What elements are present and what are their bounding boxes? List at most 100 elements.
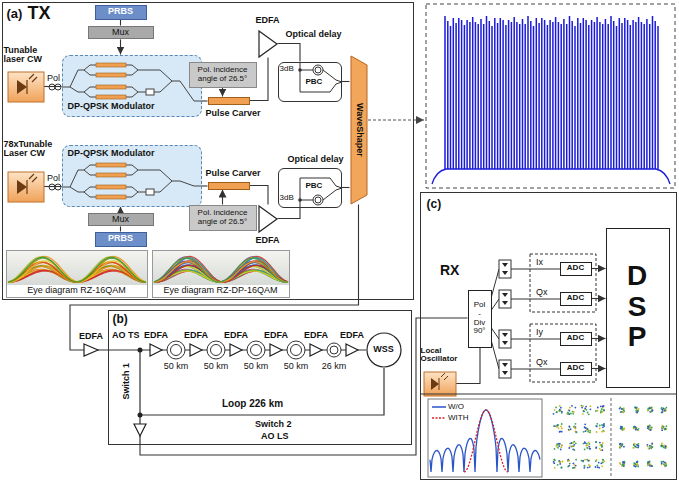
delay-interferometer (300, 62, 342, 208)
constellation-dot (662, 461, 664, 463)
spectrum-channel (527, 16, 529, 169)
node-text: Pol - Div 90° (472, 301, 488, 336)
constellation-dot (619, 447, 621, 449)
constellation-dot (648, 448, 650, 450)
constellation-dot (596, 423, 598, 425)
constellation-dot (597, 410, 599, 412)
constellation-dot (599, 442, 601, 444)
drawing-part (84, 344, 98, 356)
connector-line (44, 86, 62, 87)
drawing-part (27, 74, 37, 94)
connector-line (592, 268, 606, 269)
spectrum-channel (641, 22, 643, 169)
constellation-dot (584, 426, 586, 428)
constellation-dot (661, 445, 663, 447)
constellation-dot (620, 463, 622, 465)
eye-trace (8, 267, 146, 282)
node-text: Mux (112, 28, 129, 38)
node-text: TX (28, 4, 51, 24)
constellation-dot (633, 462, 635, 464)
edfa-amplifier: EDFA (258, 30, 278, 58)
constellation-dot (661, 461, 663, 463)
spectrum-with (464, 410, 508, 472)
node-text: ADC (567, 334, 584, 343)
spectrum-channel (649, 24, 651, 169)
connector-line (592, 298, 606, 299)
legend-sample (432, 417, 446, 419)
drawing-part (287, 341, 305, 359)
spectrum-channel (483, 24, 485, 169)
connector-line (222, 88, 223, 97)
constellation-dot (622, 408, 624, 410)
drawing-part (146, 89, 154, 95)
constellation-dot (649, 427, 651, 429)
amplifier-triangle (259, 206, 277, 232)
constellation-dot (633, 447, 635, 449)
adc-box: ADC (560, 262, 592, 276)
drawing-part (315, 67, 321, 73)
spectrum-channel (494, 18, 496, 169)
node-text: Pulse Carver (206, 109, 261, 119)
spectrum-channel (627, 20, 629, 169)
spectrum-channel (447, 21, 449, 169)
spectrum-channel (646, 19, 648, 169)
spectrum-channel (533, 26, 535, 169)
constellation-dot (651, 443, 653, 445)
node-text: Local Oscillator (421, 347, 465, 365)
text-label: EDFA (142, 330, 170, 340)
spectrum-channel (549, 20, 551, 169)
connector-line (250, 186, 269, 205)
spectrum-channel (530, 21, 532, 169)
constellation-dot (595, 425, 597, 427)
eye-diagram: Eye diagram RZ-DP-16QAM (152, 250, 290, 298)
constellation-dot (560, 461, 562, 463)
constellation-dot (596, 464, 598, 466)
spectrum-channel (536, 18, 538, 169)
constellation-dot (619, 444, 621, 446)
constellation-dot (568, 413, 570, 415)
constellation-dot (554, 459, 556, 461)
drawing-part (138, 348, 143, 353)
drawing-part (420, 394, 677, 395)
spectrum-channel (563, 19, 565, 169)
constellation-dot (603, 430, 605, 432)
constellation-dot (587, 460, 589, 462)
constellation-dot (661, 411, 663, 413)
node-text: 78xTunable Laser CW (4, 140, 62, 160)
node-text: Eye diagram RZ-16QAM (6, 286, 148, 296)
node-text: PRBS (108, 7, 133, 17)
node-text: ADC (567, 264, 584, 273)
constellation-dot (558, 461, 560, 463)
constellation-dot (571, 442, 573, 444)
constellation-dot (622, 443, 624, 445)
panel-frame: (c)Pol - Div 90°Local OscillatorADCADCAD… (420, 192, 677, 480)
connector-line (278, 44, 301, 62)
constellation-points (553, 405, 668, 469)
constellation-dot (587, 447, 589, 449)
constellation-dot (603, 405, 605, 407)
constellation-dot (601, 465, 603, 467)
constellation-dot (583, 467, 585, 469)
constellation-dot (649, 461, 651, 463)
constellation-dot (573, 426, 575, 428)
constellation-dot (661, 427, 663, 429)
spectrum-channel (621, 23, 623, 169)
constellation-dot (556, 444, 558, 446)
eye-diagram-trace (153, 251, 289, 285)
constellation-dot (665, 447, 667, 449)
optical-delay-box: Optical delay3dBPBC (278, 168, 342, 208)
constellation-dot (553, 459, 555, 461)
constellation-dot (595, 446, 597, 448)
constellation-dot (554, 425, 556, 427)
legend-sample (432, 406, 446, 408)
constellation-dot (650, 464, 652, 466)
constellation-dot (661, 429, 663, 431)
constellation-dot (558, 427, 560, 429)
constellation-dot (620, 444, 622, 446)
mzm-output (180, 81, 202, 186)
text-label: 50 km (280, 361, 312, 371)
node-text: Eye diagram RZ-DP-16QAM (152, 286, 290, 296)
constellation-dot (587, 431, 589, 433)
spectrum-channel (453, 18, 455, 169)
adc-box: ADC (560, 292, 592, 306)
